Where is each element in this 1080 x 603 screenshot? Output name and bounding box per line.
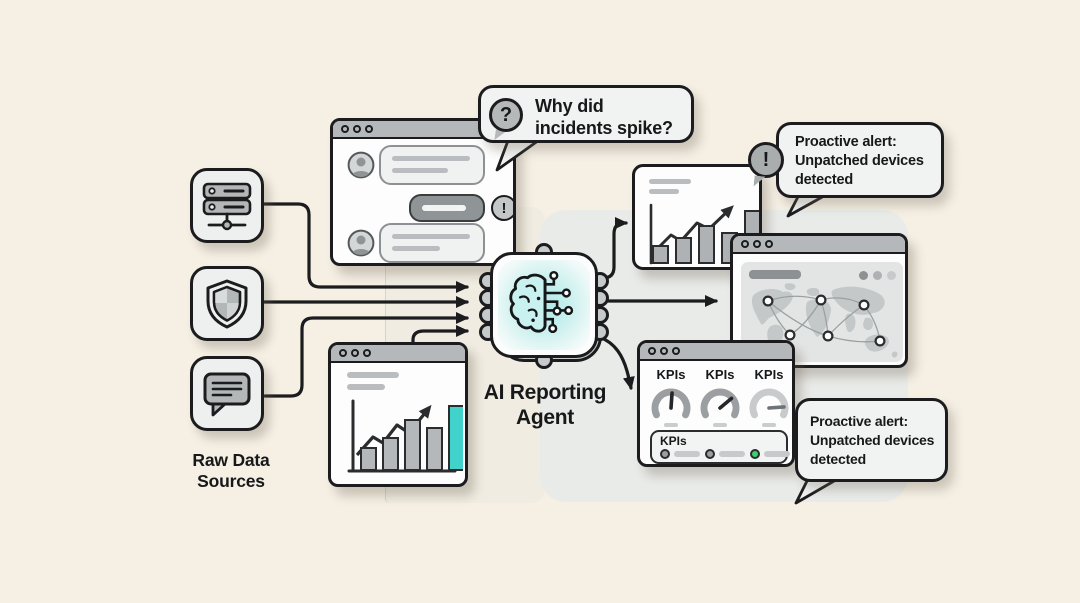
alert-top-line2: Unpatched devices: [795, 153, 924, 169]
gauge-label: KPIs: [705, 367, 735, 382]
chart-window-titlebar: [331, 345, 465, 363]
alert-bubble-bottom: Proactive alert: Unpatched devices detec…: [795, 398, 948, 482]
alert-top-line1: Proactive alert:: [795, 134, 897, 150]
sources-label: Raw Data Sources: [163, 450, 299, 492]
panel-dot-icon: [873, 271, 882, 280]
window-dot-icon: [351, 349, 359, 357]
kpi-status-panel: KPIs: [650, 430, 790, 464]
shield-icon: [206, 279, 248, 328]
sources-label-line1: Raw Data: [192, 450, 270, 470]
status-bar-placeholder: [719, 451, 745, 457]
status-dot: [705, 449, 715, 459]
alert-bottom-line2: Unpatched devices: [810, 432, 935, 448]
text-placeholder: [392, 246, 440, 251]
agent-chip: [490, 252, 598, 358]
alert-bottom-line1: Proactive alert:: [810, 413, 908, 429]
sources-label-line2: Sources: [197, 471, 265, 491]
gauge-tick: [664, 423, 678, 427]
text-placeholder: [392, 234, 470, 239]
gauge-icon: [700, 388, 740, 419]
alert-bubble-top: ! Proactive alert: Unpatched devices det…: [748, 122, 944, 198]
panel-dot-icon: [887, 271, 896, 280]
gauge-tick: [713, 423, 727, 427]
chat-window-titlebar: [333, 121, 513, 139]
window-dot-icon: [341, 125, 349, 133]
message-icon: [203, 372, 251, 416]
status-dot: [750, 449, 760, 459]
text-placeholder: [392, 168, 448, 173]
window-dot-icon: [741, 240, 749, 248]
gauge-icon: [749, 388, 789, 419]
window-dot-icon: [765, 240, 773, 248]
window-dot-icon: [353, 125, 361, 133]
text-placeholder: [422, 205, 466, 211]
window-dot-icon: [660, 347, 668, 355]
agent-label: AI Reporting Agent: [455, 380, 635, 430]
chat-message-received: [379, 145, 485, 185]
chat-message-sent: [409, 194, 485, 222]
kpi-window: KPIs KPIs KPIs KPIs: [637, 340, 795, 467]
text-placeholder: [649, 189, 679, 194]
question-line2: incidents spike?: [535, 118, 673, 138]
source-message-tile: [190, 356, 264, 431]
text-placeholder: [347, 384, 385, 390]
server-icon: [202, 182, 252, 230]
window-dot-icon: [648, 347, 656, 355]
alert-top-line3: detected: [795, 172, 854, 188]
status-bar-placeholder: [764, 451, 790, 457]
map-window-titlebar: [733, 236, 905, 254]
text-placeholder: [749, 270, 801, 279]
gauge-icon: [651, 388, 691, 419]
text-placeholder: [347, 372, 399, 378]
map-window: [730, 233, 908, 368]
question-line1: Why did: [535, 96, 604, 116]
bar-chart-trend-icon: [347, 399, 463, 473]
question-mark-icon: ?: [489, 98, 523, 132]
window-dot-icon: [753, 240, 761, 248]
text-placeholder: [649, 179, 691, 184]
agent-label-line2: Agent: [516, 406, 574, 429]
gauge-tick: [762, 423, 776, 427]
gauge-label: KPIs: [656, 367, 686, 382]
text-placeholder: [392, 156, 470, 161]
chat-message-received: [379, 223, 485, 263]
alert-exclamation-icon: !: [491, 195, 513, 221]
window-dot-icon: [363, 349, 371, 357]
brain-circuit-icon: [509, 270, 574, 334]
window-dot-icon: [339, 349, 347, 357]
window-dot-icon: [672, 347, 680, 355]
question-bubble: ? Why did incidents spike?: [478, 85, 694, 143]
window-dot-icon: [365, 125, 373, 133]
panel-dot-icon: [859, 271, 868, 280]
agent-label-line1: AI Reporting: [483, 381, 607, 404]
status-dot: [660, 449, 670, 459]
source-server-tile: [190, 168, 264, 243]
user-avatar-icon: [347, 229, 375, 257]
exclamation-icon: !: [748, 142, 784, 178]
kpi-panel-label: KPIs: [660, 434, 687, 448]
alert-bottom-line3: detected: [810, 451, 866, 467]
kpi-window-titlebar: [640, 343, 792, 361]
source-shield-tile: [190, 266, 264, 341]
chart-window-input: [328, 342, 468, 487]
gauge-label: KPIs: [754, 367, 784, 382]
user-avatar-icon: [347, 151, 375, 179]
status-bar-placeholder: [674, 451, 700, 457]
